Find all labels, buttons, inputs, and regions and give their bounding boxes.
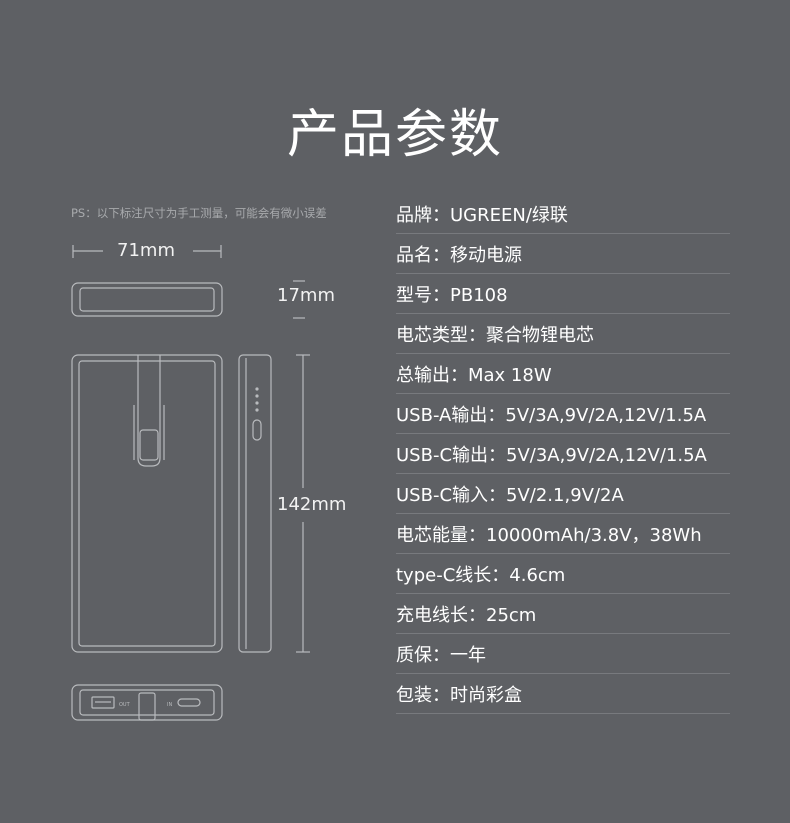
spec-cell-energy: 电芯能量：10000mAh/3.8V，38Wh <box>396 514 730 554</box>
top-view-outline <box>71 282 223 317</box>
spec-model: 型号：PB108 <box>396 274 730 314</box>
thickness-dimension-label: 17mm <box>277 285 335 306</box>
front-view-outline <box>71 354 223 653</box>
usb-c-port-label: IN <box>167 702 172 708</box>
length-dimension-label: 142mm <box>277 494 347 515</box>
spec-product-name: 品名：移动电源 <box>396 234 730 274</box>
thickness-dimension-line <box>293 280 305 319</box>
spec-usb-c-input: USB-C输入：5V/2.1,9V/2A <box>396 474 730 514</box>
spec-list: 品牌：UGREEN/绿联 品名：移动电源 型号：PB108 电芯类型：聚合物锂电… <box>396 194 730 714</box>
spec-warranty: 质保：一年 <box>396 634 730 674</box>
page-title: 产品参数 <box>286 105 503 165</box>
side-view-outline <box>238 354 272 653</box>
spec-cell-type: 电芯类型：聚合物锂电芯 <box>396 314 730 354</box>
width-dimension-line <box>72 245 222 258</box>
bottom-view-outline <box>71 684 223 721</box>
spec-usb-c-output: USB-C输出：5V/3A,9V/2A,12V/1.5A <box>396 434 730 474</box>
usb-a-port-label: OUT <box>119 702 131 708</box>
spec-brand: 品牌：UGREEN/绿联 <box>396 194 730 234</box>
spec-type-c-cable-length: type-C线长：4.6cm <box>396 554 730 594</box>
spec-packaging: 包装：时尚彩盒 <box>396 674 730 714</box>
spec-charging-cable-length: 充电线长：25cm <box>396 594 730 634</box>
length-dimension-line <box>296 354 310 653</box>
spec-total-output: 总输出：Max 18W <box>396 354 730 394</box>
width-dimension-label: 71mm <box>117 240 175 261</box>
spec-usb-a-output: USB-A输出：5V/3A,9V/2A,12V/1.5A <box>396 394 730 434</box>
measurement-note: PS：以下标注尺寸为手工测量，可能会有微小误差 <box>71 206 327 220</box>
